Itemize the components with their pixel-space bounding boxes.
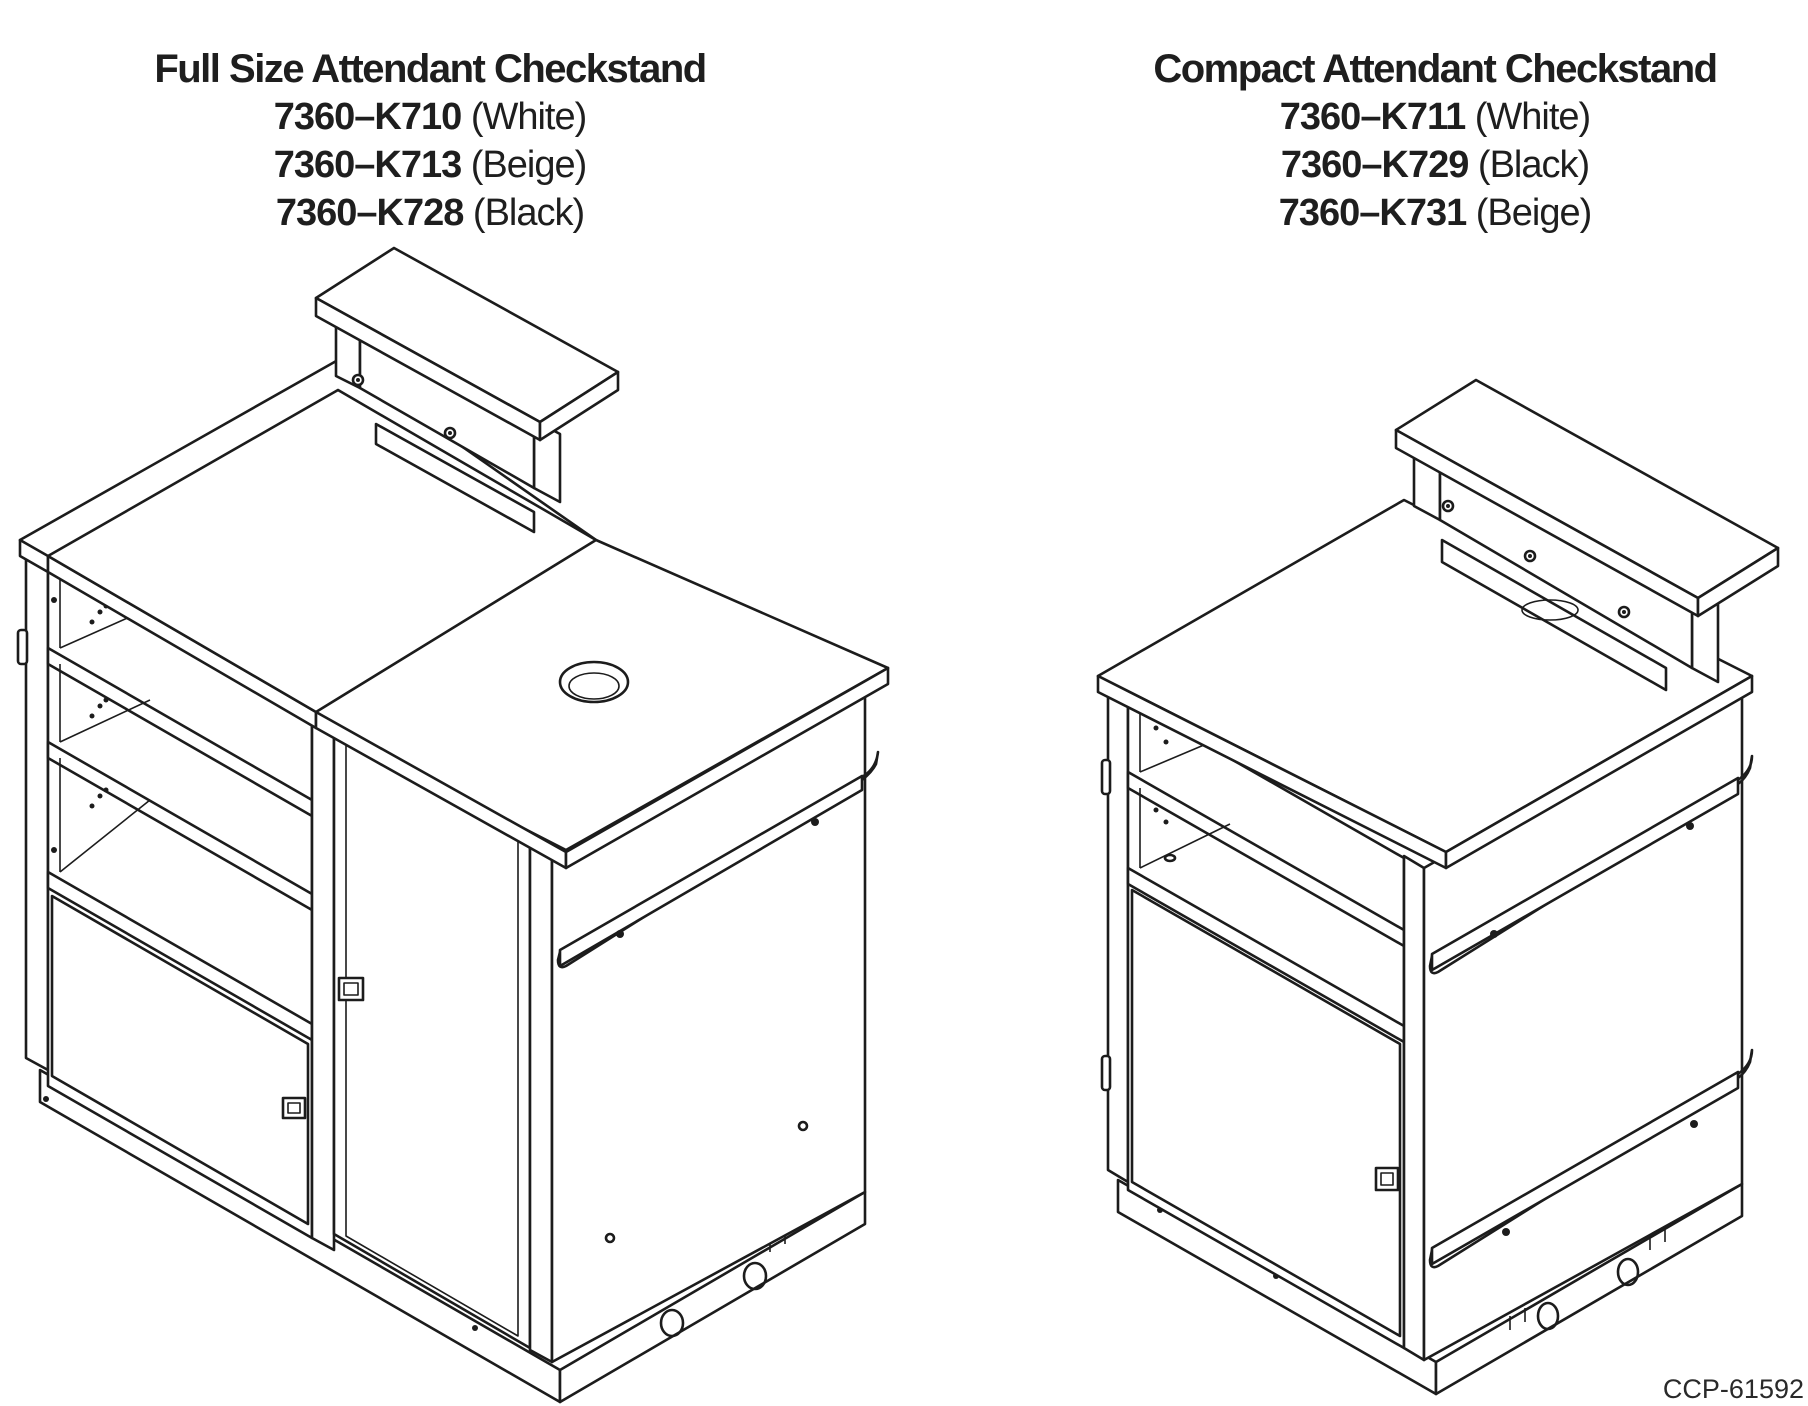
side-handle (16, 628, 29, 666)
bag-well-hole (558, 660, 630, 704)
variant-color: (Beige) (470, 144, 587, 186)
base-access-hole (1536, 1301, 1560, 1331)
variant-sku: 7360–K713 (273, 144, 463, 186)
lower-door (1130, 888, 1402, 1338)
full-size-checkstand-drawing (16, 246, 890, 1404)
door-latch (1374, 1166, 1400, 1192)
variant-sku: 7360–K728 (275, 192, 465, 234)
variant-sku: 7360–K710 (273, 96, 463, 138)
compact-variant-white: 7360–K711 (White) (1120, 93, 1750, 141)
compact-variant-black: 7360–K729 (Black) (1120, 141, 1750, 189)
full-size-variant-beige: 7360–K713 (Beige) (120, 141, 740, 189)
variant-color: (White) (470, 96, 587, 138)
side-handle (1100, 1054, 1112, 1092)
variant-color: (Black) (472, 192, 585, 234)
compact-variant-beige: 7360–K731 (Beige) (1120, 189, 1750, 237)
full-size-pole-display (314, 246, 620, 534)
compact-cabinet (1100, 684, 1754, 1362)
base-access-hole (659, 1308, 685, 1338)
compact-title: Compact Attendant Checkstand (1153, 47, 1718, 91)
door-latch (337, 976, 365, 1002)
full-size-cabinet (16, 556, 880, 1364)
variant-color: (Beige) (1475, 192, 1592, 234)
variant-sku: 7360–K729 (1280, 144, 1470, 186)
variant-sku: 7360–K731 (1278, 192, 1468, 234)
full-size-variant-white: 7360–K710 (White) (120, 93, 740, 141)
base-access-hole (1616, 1257, 1640, 1287)
full-size-variant-black: 7360–K728 (Black) (120, 189, 740, 237)
variant-color: (Black) (1477, 144, 1590, 186)
variant-sku: 7360–K711 (1279, 96, 1466, 138)
full-size-caption: Full Size Attendant Checkstand 7360–K710… (120, 45, 740, 237)
compact-pole-display (1394, 378, 1780, 692)
side-handle (1100, 758, 1112, 796)
compact-caption: Compact Attendant Checkstand 7360–K711 (… (1120, 45, 1750, 237)
full-size-title: Full Size Attendant Checkstand (154, 47, 707, 91)
compact-checkstand-drawing (1096, 378, 1780, 1396)
figure-id: CCP-61592 (1662, 1374, 1804, 1404)
door-latch (281, 1096, 307, 1120)
compact-base (1116, 1178, 1744, 1396)
compact-countertop (1096, 498, 1754, 870)
lower-door (50, 894, 310, 1226)
base-access-hole (742, 1261, 768, 1291)
variant-color: (White) (1474, 96, 1591, 138)
